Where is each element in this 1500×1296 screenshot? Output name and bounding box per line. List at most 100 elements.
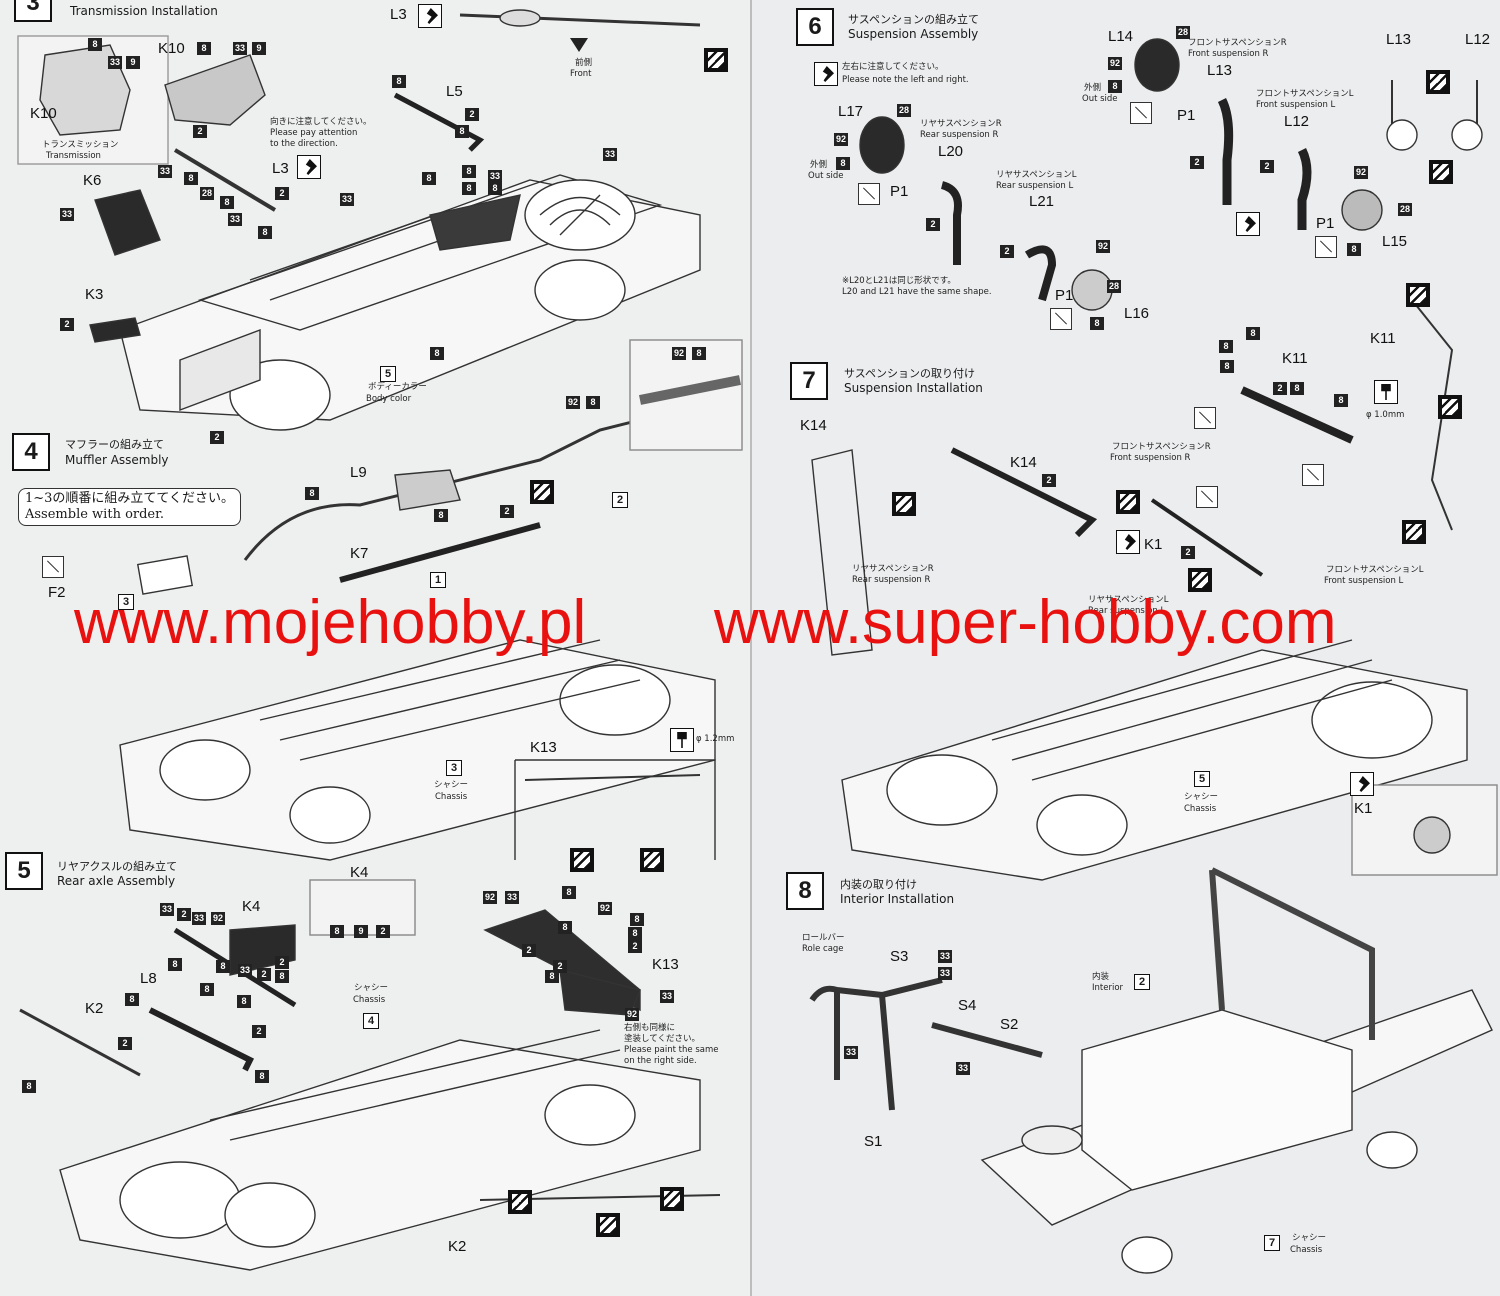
chassis-en: Chassis — [435, 792, 468, 802]
part-badge: 2 — [275, 956, 289, 969]
paint-note-jp1: 右側も同様に — [624, 1023, 676, 1033]
trim-icon — [1302, 464, 1324, 486]
s2-label: S2 — [1000, 1016, 1019, 1033]
part-badge: 33 — [956, 1062, 970, 1075]
part-badge: 2 — [465, 108, 479, 121]
part-badge: 8 — [237, 995, 251, 1008]
part-badge: 33 — [228, 213, 242, 226]
part-badge: 8 — [692, 347, 706, 360]
trim-icon — [1196, 486, 1218, 508]
cement-icon — [704, 48, 728, 72]
rear-susp-l-en-7: Rear suspension L — [1088, 606, 1166, 616]
part-badge: 8 — [434, 509, 448, 522]
cement-icon — [1406, 283, 1430, 307]
step6-title-jp: サスペンションの組み立て — [848, 13, 980, 26]
trim-icon — [1130, 102, 1152, 124]
step5-k13-label: K13 — [652, 956, 679, 973]
chassis-jp: シャシー — [1184, 792, 1219, 802]
part-badge: 33 — [108, 56, 122, 69]
cement-icon — [1402, 520, 1426, 544]
paint-icon — [1116, 530, 1140, 554]
watermark-left: www.mojehobby.pl — [74, 588, 587, 657]
part-badge: 8 — [630, 913, 644, 926]
part-badge: 8 — [1334, 394, 1348, 407]
right-page-line-art — [809, 38, 1498, 1274]
front-susp-r-en: Front suspension R — [1188, 49, 1269, 59]
front-susp-r-en-7: Front suspension R — [1110, 453, 1191, 463]
part-badge: 9 — [252, 42, 266, 55]
k14-label: K14 — [800, 417, 827, 434]
part-badge: 2 — [1273, 382, 1287, 395]
front-en: Front — [570, 69, 592, 79]
l20-label: L20 — [938, 143, 964, 160]
part-badge: 33 — [160, 903, 174, 916]
part-badge: 8 — [1219, 340, 1233, 353]
k1-label: K1 — [1144, 536, 1163, 553]
front-susp-r-jp-7: フロントサスペンションR — [1112, 442, 1211, 452]
cement-icon — [570, 848, 594, 872]
p1-label-a: P1 — [890, 183, 909, 200]
part-badge: 8 — [125, 993, 139, 1006]
part-badge: 92 — [1108, 57, 1122, 70]
direction-note-en1: Please pay attention — [270, 128, 358, 138]
part-badge: 9 — [126, 56, 140, 69]
trim-icon — [1315, 236, 1337, 258]
part-badge: 2 — [257, 968, 271, 981]
body-color-en: Body color — [366, 394, 412, 404]
chassis-number: 3 — [446, 760, 462, 776]
order-badge-3: 3 — [118, 594, 134, 610]
part-badge: 8 — [455, 125, 469, 138]
front-susp-l-en: Front suspension L — [1256, 100, 1336, 110]
drill-size-7: φ 1.0mm — [1366, 410, 1405, 420]
l14-label: L14 — [1108, 28, 1134, 45]
part-badge: 2 — [1181, 546, 1195, 559]
part-badge: 8 — [200, 983, 214, 996]
s4-label: S4 — [958, 997, 977, 1014]
transmission-en: Transmission — [46, 151, 101, 161]
paint-note-en1: Please paint the same — [624, 1045, 719, 1055]
step5-k2-label: K2 — [85, 1000, 104, 1017]
part-badge: 33 — [488, 170, 502, 183]
step7-number: 7 — [790, 362, 828, 400]
part-badge: 8 — [1347, 243, 1361, 256]
left-right-note-en: Please note the left and right. — [842, 75, 969, 85]
s3-label: S3 — [890, 948, 909, 965]
outside-en: Out side — [808, 171, 844, 181]
step8-title-jp: 内装の取り付け — [840, 878, 917, 891]
part-badge: 8 — [255, 1070, 269, 1083]
part-badge: 8 — [422, 172, 436, 185]
roll-cage-en: Role cage — [802, 944, 844, 954]
step5-k2b-label: K2 — [448, 1238, 467, 1255]
step3-k6-label: K6 — [83, 172, 102, 189]
part-badge: 8 — [330, 925, 344, 938]
part-badge: 2 — [210, 431, 224, 444]
part-badge: 92 — [598, 902, 612, 915]
front-jp: 前側 — [575, 58, 593, 68]
paint-note-en2: on the right side. — [624, 1056, 697, 1066]
step5-k4-box-label: K4 — [350, 864, 369, 881]
interior-jp: 内装 — [1092, 972, 1110, 982]
step8-title-en: Interior Installation — [840, 892, 955, 906]
part-badge: 8 — [628, 927, 642, 940]
step4-f2-label: F2 — [48, 584, 66, 601]
rear-susp-r-jp-7: リヤサスペンションR — [852, 564, 934, 574]
chassis-jp: シャシー — [354, 983, 389, 993]
direction-note-jp: 向きに注意してください。 — [270, 117, 372, 127]
l17-label: L17 — [838, 103, 864, 120]
part-badge: 8 — [462, 182, 476, 195]
step6-title-en: Suspension Assembly — [848, 27, 979, 41]
step7-title-jp: サスペンションの取り付け — [844, 367, 976, 380]
l13-label: L13 — [1207, 62, 1233, 79]
part-badge: 33 — [603, 148, 617, 161]
l12-right-label: L12 — [1465, 31, 1491, 48]
outside-jp-2: 外側 — [1084, 83, 1102, 93]
p1-label-c: P1 — [1316, 215, 1335, 232]
part-badge: 8 — [197, 42, 211, 55]
part-badge: 8 — [184, 172, 198, 185]
step3-title-en: Transmission Installation — [70, 4, 218, 18]
step5-title-en: Rear axle Assembly — [57, 874, 176, 888]
part-badge: 2 — [118, 1037, 132, 1050]
step3-k10-small-label: K10 — [30, 105, 57, 122]
cement-icon — [1429, 160, 1453, 184]
part-badge: 2 — [926, 218, 940, 231]
